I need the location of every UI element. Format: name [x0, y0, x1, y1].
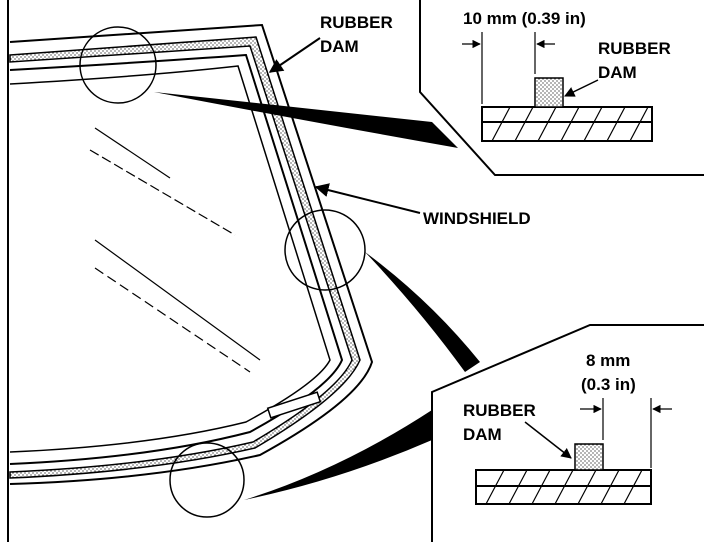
glass-tag	[266, 391, 322, 419]
windshield-inner-line	[9, 65, 331, 453]
bottom-rubber-dam-label-line1: RUBBER	[463, 401, 536, 420]
top-rubber-leader	[564, 79, 599, 97]
top-detail-section	[481, 77, 653, 142]
rubber-dam-main-label-line2: DAM	[320, 37, 359, 56]
rubber-dam-main-label-line1: RUBBER	[320, 13, 393, 32]
bottom-detail-section	[475, 443, 652, 505]
glass-reflection-1	[94, 127, 171, 179]
bottom-rubber-leader	[524, 421, 572, 459]
callout-wedge-top	[154, 92, 458, 148]
bottom-detail-frame	[431, 324, 704, 542]
windshield-glass	[9, 53, 344, 465]
glass-reflection-3	[94, 239, 261, 361]
windshield-leader	[314, 183, 421, 214]
bottom-dimension-label-line1: 8 mm	[586, 351, 630, 370]
detail-circle-bottom	[169, 442, 245, 518]
callout-wedge-mid	[365, 252, 480, 372]
callout-wedge-bottom	[244, 410, 432, 500]
detail-circle-mid	[284, 209, 366, 291]
top-dimension-label: 10 mm (0.39 in)	[463, 9, 586, 28]
glass-reflection-4	[94, 267, 251, 373]
top-detail-frame	[419, 0, 704, 176]
windshield-label: WINDSHIELD	[423, 209, 531, 228]
rubber-dam-main-leader	[268, 37, 321, 73]
top-rubber-dam-label-line2: DAM	[598, 63, 637, 82]
top-rubber-dam-label-line1: RUBBER	[598, 39, 671, 58]
bottom-rubber-dam-label-line2: DAM	[463, 425, 502, 444]
bottom-dimension-label-line2: (0.3 in)	[581, 375, 636, 394]
glass-reflection-2	[89, 149, 236, 236]
detail-circle-top	[79, 26, 157, 104]
rubber-dam-band	[9, 36, 361, 479]
